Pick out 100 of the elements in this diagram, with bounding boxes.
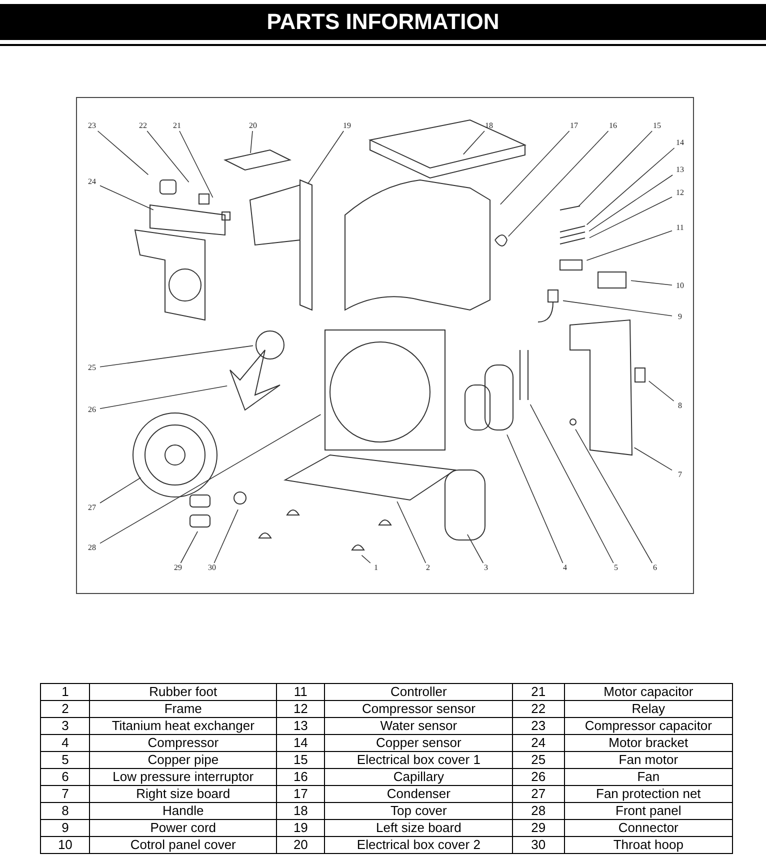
leader-line — [146, 130, 190, 182]
part-number-cell: 23 — [512, 718, 564, 734]
callout-number: 25 — [84, 363, 100, 373]
leader-line — [562, 300, 672, 316]
callout-number: 28 — [84, 543, 100, 553]
callout-number: 5 — [608, 563, 624, 573]
part-name-cell: Compressor capacitor — [564, 718, 732, 734]
part-number-cell: 6 — [40, 768, 90, 786]
part-number-cell: 12 — [276, 700, 325, 718]
part-number-cell: 16 — [276, 768, 325, 786]
callout-number: 19 — [339, 121, 355, 131]
callout-number: 26 — [84, 405, 100, 415]
leader-line — [214, 509, 238, 564]
part-number-cell: 26 — [512, 768, 564, 786]
part-number-cell: 20 — [276, 836, 325, 854]
part-name-cell: Power cord — [90, 820, 276, 836]
part-name-cell: Right size board — [90, 786, 276, 802]
part-name-cell: Frame — [90, 700, 276, 718]
part-number-cell: 8 — [40, 802, 90, 820]
part-name-cell: Fan — [564, 768, 732, 786]
part-name-cell: Electrical box cover 1 — [324, 752, 512, 768]
leader-line — [100, 414, 322, 544]
part-number-cell: 19 — [276, 820, 325, 836]
part-name-cell: Left size board — [324, 820, 512, 836]
part-number-cell: 30 — [512, 836, 564, 854]
leader-line — [634, 447, 672, 471]
leader-line — [361, 554, 371, 564]
leader-line — [307, 130, 344, 184]
callout-number: 2 — [420, 563, 436, 573]
part-number-cell: 17 — [276, 786, 325, 802]
callout-number: 12 — [672, 188, 688, 198]
page-title: PARTS INFORMATION — [0, 4, 766, 40]
leader-line — [97, 130, 149, 176]
callout-number: 16 — [605, 121, 621, 131]
part-name-cell: Front panel — [564, 802, 732, 820]
callout-number: 27 — [84, 503, 100, 513]
part-name-cell: Water sensor — [324, 718, 512, 734]
leader-line — [575, 428, 652, 564]
leader-line — [586, 148, 675, 226]
leader-line — [463, 130, 485, 155]
part-number-cell: 29 — [512, 820, 564, 836]
part-number-cell: 14 — [276, 734, 325, 752]
part-name-cell: Motor capacitor — [564, 684, 732, 700]
part-number-cell: 21 — [512, 684, 564, 700]
leader-line — [630, 280, 672, 286]
part-number-cell: 22 — [512, 700, 564, 718]
part-number-cell: 3 — [40, 718, 90, 734]
part-number-cell: 10 — [40, 836, 90, 854]
leader-line — [578, 130, 652, 207]
callout-number: 7 — [672, 470, 688, 480]
callout-number: 29 — [170, 563, 186, 573]
part-name-cell: Rubber foot — [90, 684, 276, 700]
callout-number: 20 — [245, 121, 261, 131]
part-name-cell: Motor bracket — [564, 734, 732, 752]
part-name-cell: Handle — [90, 802, 276, 820]
leader-line — [100, 345, 254, 368]
part-name-cell: Compressor sensor — [324, 700, 512, 718]
callout-number: 21 — [169, 121, 185, 131]
leader-line — [180, 531, 198, 564]
part-number-cell: 27 — [512, 786, 564, 802]
part-number-cell: 11 — [276, 684, 325, 700]
callout-number: 22 — [135, 121, 151, 131]
leader-line — [250, 130, 253, 154]
leader-line — [648, 380, 674, 402]
part-name-cell: Fan protection net — [564, 786, 732, 802]
callout-number: 18 — [481, 121, 497, 131]
part-name-cell: Controller — [324, 684, 512, 700]
part-name-cell: Connector — [564, 820, 732, 836]
part-number-cell: 15 — [276, 752, 325, 768]
part-name-cell: Compressor — [90, 734, 276, 752]
callout-number: 23 — [84, 121, 100, 131]
part-number-cell: 4 — [40, 734, 90, 752]
part-name-cell: Relay — [564, 700, 732, 718]
leader-line — [467, 534, 484, 564]
part-name-cell: Low pressure interruptor — [90, 768, 276, 786]
leader-line — [508, 130, 609, 237]
callout-number: 14 — [672, 138, 688, 148]
callout-number: 9 — [672, 312, 688, 322]
callout-number: 17 — [566, 121, 582, 131]
part-number-cell: 28 — [512, 802, 564, 820]
leader-line — [100, 185, 154, 210]
callout-number: 3 — [478, 563, 494, 573]
callout-number: 10 — [672, 281, 688, 291]
leader-line — [530, 404, 614, 564]
callout-number: 6 — [647, 563, 663, 573]
callout-number: 13 — [672, 165, 688, 175]
callout-number: 11 — [672, 223, 688, 233]
part-number-cell: 7 — [40, 786, 90, 802]
callout-number: 1 — [368, 563, 384, 573]
part-number-cell: 25 — [512, 752, 564, 768]
part-name-cell: Throat hoop — [564, 836, 732, 854]
leader-line — [396, 501, 426, 564]
part-name-cell: Electrical box cover 2 — [324, 836, 512, 854]
callout-number: 30 — [204, 563, 220, 573]
part-number-cell: 1 — [40, 684, 90, 700]
part-name-cell: Titanium heat exchanger — [90, 718, 276, 734]
callout-number: 4 — [557, 563, 573, 573]
leader-line — [100, 477, 142, 504]
leader-line — [586, 230, 672, 261]
part-number-cell: 9 — [40, 820, 90, 836]
